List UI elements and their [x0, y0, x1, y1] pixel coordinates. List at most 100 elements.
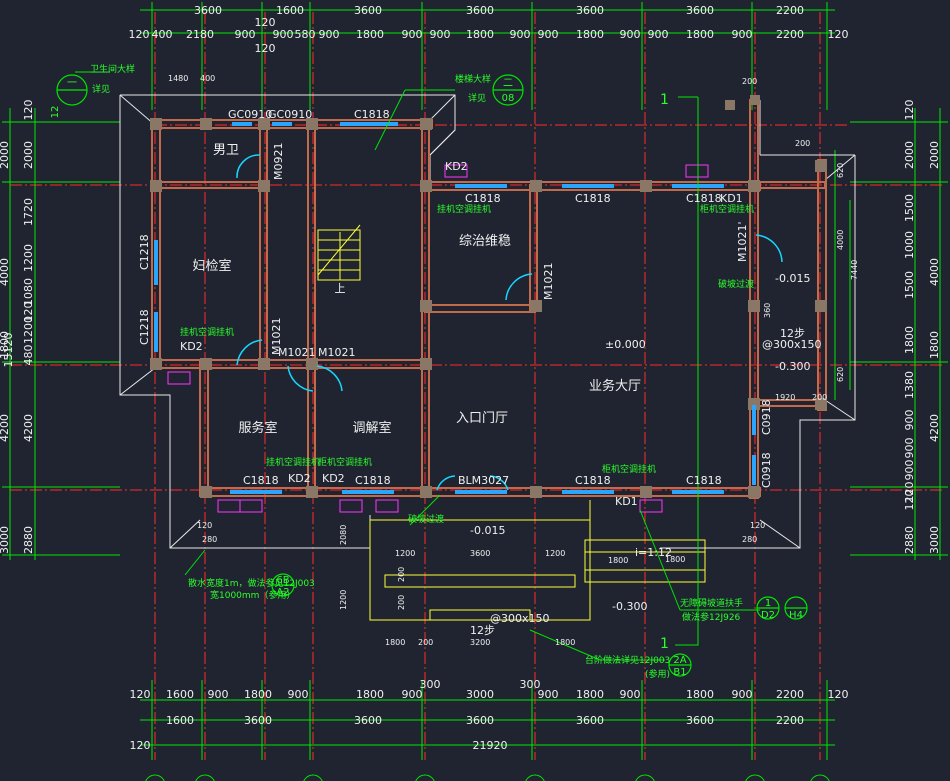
dim-label: 1800	[576, 28, 604, 41]
dim-label: 1800	[665, 555, 685, 564]
level-label: ±0.000	[605, 338, 646, 351]
dim-label: 620	[836, 367, 845, 382]
leader-lines	[75, 71, 760, 661]
small-dims: 1480 400 200 200 1920 200 1200 3600 1200…	[168, 74, 859, 647]
ac-note: 挂机空调挂机	[437, 203, 491, 215]
dim-label: 1500	[903, 271, 916, 299]
dim-label: 2880	[22, 526, 35, 554]
dim-label: 2200	[776, 28, 804, 41]
dim-label: 3600	[576, 714, 604, 727]
section-mark: 1	[660, 92, 669, 108]
window-label: GC0910	[228, 108, 272, 121]
dim-label: 1800	[928, 331, 941, 359]
window-label: C0918	[760, 452, 773, 488]
dim-label: 3000	[466, 688, 494, 701]
callout-sheet: 08	[502, 93, 515, 104]
dim-label: 1800	[385, 638, 405, 647]
dim-label: 200	[418, 638, 433, 647]
dim-label: 1800	[686, 28, 714, 41]
dim-label: 1200	[22, 316, 35, 344]
dim-label: 3600	[354, 714, 382, 727]
wc-detail-note2: 详见	[92, 83, 110, 95]
top-extra-dims: 120 120	[255, 16, 276, 55]
note-labels: 卫生间大样 详见 楼梯大样 详见 挂机空调挂机 挂机空调挂机 挂机空调挂机 柜机…	[90, 63, 754, 680]
left-outer-dims: 2000 4000 1800 4200 3000	[0, 141, 11, 554]
dim-label: 900	[235, 28, 256, 41]
dim-label: 1200	[395, 549, 415, 558]
dim-label: 900	[430, 28, 451, 41]
dim-label: 3600	[470, 549, 490, 558]
dim-label: 2180	[186, 28, 214, 41]
doors	[236, 154, 783, 491]
callout-sheet: 12	[50, 106, 61, 119]
stair	[317, 224, 361, 281]
dim-label: 120	[828, 28, 849, 41]
dim-label: 1800	[555, 638, 575, 647]
ac-units	[167, 164, 709, 513]
kd-label: KD2	[445, 160, 468, 173]
dim-label: 3600	[194, 4, 222, 17]
ac-note: 柜机空调挂机	[318, 456, 372, 468]
dim-label: 4000	[836, 230, 845, 250]
dim-label: 900	[402, 688, 423, 701]
slope-note: 破坡过渡	[408, 513, 444, 525]
door-label: M0921	[272, 143, 285, 181]
dim-label: 120	[903, 100, 916, 121]
dim-label: 900	[538, 28, 559, 41]
dim-label: 1720	[22, 198, 35, 226]
door-label: M1021	[318, 346, 356, 359]
level-label: -0.300	[612, 600, 647, 613]
dim-label: 300	[520, 678, 541, 691]
callout-num: 2A	[673, 655, 686, 666]
callout-circles	[56, 74, 808, 677]
dim-label: 200	[812, 393, 827, 402]
dim-label: 300	[420, 678, 441, 691]
right-extra-dims: 900 120	[903, 460, 916, 511]
total-width-dim: 21920	[473, 739, 508, 752]
slope-label: i=1:12	[635, 546, 672, 559]
dim-label: 2200	[776, 688, 804, 701]
door-label: M1021'	[736, 221, 749, 262]
dim-label: 120	[903, 482, 916, 503]
dim-label: 200	[795, 139, 810, 148]
dim-label: 400	[200, 74, 215, 83]
dim-label: 1080	[22, 278, 35, 306]
dim-label: 3200	[470, 638, 490, 647]
dim-label: 900	[402, 28, 423, 41]
stair-ref-note: 台阶做法详见12J003	[585, 654, 670, 666]
dim-label: 900	[538, 688, 559, 701]
dim-label: 120	[828, 688, 849, 701]
callout-labels: 一 12 二 08 6B A2 2A B1 1 D2 H4	[50, 78, 803, 678]
entry-steps	[369, 500, 706, 621]
dim-label: 7440	[850, 260, 859, 280]
dim-label: 1800	[356, 688, 384, 701]
dim-label: 1800	[244, 688, 272, 701]
dim-label: 900	[319, 28, 340, 41]
dim-label: 900	[732, 688, 753, 701]
dim-label: 4000	[0, 258, 11, 286]
callout-num: 一	[67, 78, 77, 89]
dim-label: 2000	[928, 141, 941, 169]
window-label: C1818	[465, 192, 501, 205]
dim-label: 1380	[903, 371, 916, 399]
door-label: M1021	[278, 346, 316, 359]
level-label: -0.015	[470, 524, 505, 537]
window-label: GC0910	[268, 108, 312, 121]
dim-label: 120	[750, 521, 765, 530]
dim-label: 900	[288, 688, 309, 701]
dim-label: 2000	[903, 141, 916, 169]
room-men-wc: 男卫	[213, 143, 239, 158]
dim-label: 120	[129, 28, 150, 41]
dim-label: 3600	[686, 4, 714, 17]
dim-label: 2080	[339, 525, 348, 545]
ac-note: 柜机空调挂机	[700, 203, 754, 215]
dim-label: 120	[255, 16, 276, 29]
door-label: BLM3027	[458, 474, 509, 487]
dim-label: 4200	[22, 414, 35, 442]
steps-label: 12步	[470, 624, 495, 637]
top-outer-dims: 3600 1600 3600 3600 3600 3600 2200	[194, 4, 804, 17]
dim-label: 3600	[466, 4, 494, 17]
callout-sheet: B1	[673, 667, 686, 678]
kd-label: KD2	[180, 340, 203, 353]
rail-ref-note: 无障碍坡道扶手	[680, 597, 743, 609]
